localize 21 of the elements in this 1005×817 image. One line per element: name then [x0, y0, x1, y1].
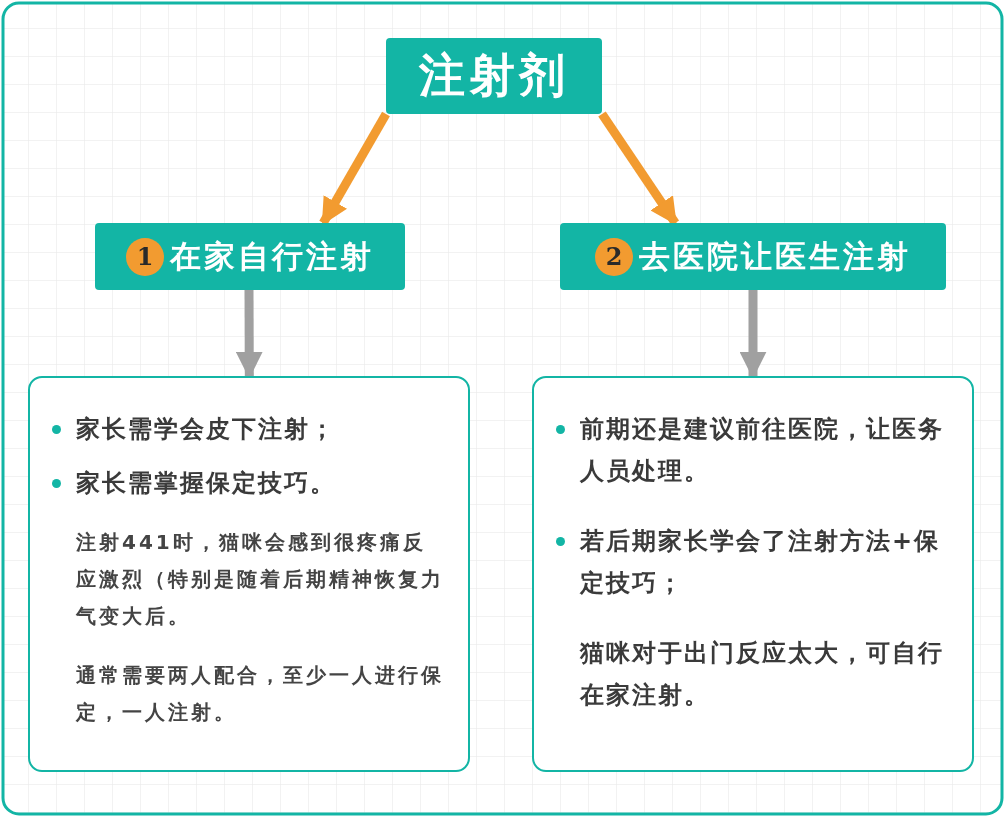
bullet-item: 家长需学会皮下注射；: [52, 408, 448, 450]
heading-box: [560, 223, 946, 290]
heading-text: 去医院让医生注射: [639, 236, 911, 276]
bullet-item: 若后期家长学会了注射方法+保定技巧；: [556, 520, 952, 604]
note-text: 注射441时，猫咪会感到很疼痛反应激烈（特别是随着后期精神恢复力气变大后。: [75, 529, 445, 630]
title-box: [386, 38, 602, 114]
number-badge: 2: [595, 237, 633, 276]
arrow: [598, 111, 680, 226]
number-badge: 1: [126, 237, 164, 276]
title-text: 注射剂: [419, 47, 569, 104]
bullet-item: 前期还是建议前往医院，让医务人员处理。: [556, 408, 952, 492]
arrow: [235, 290, 263, 379]
text-card: [532, 376, 974, 772]
note-text: 通常需要两人配合，至少一人进行保定，一人注射。: [74, 662, 445, 726]
heading-text: 在家自行注射: [170, 236, 374, 276]
heading-box: [95, 223, 405, 290]
arrow: [319, 111, 390, 226]
bullet-item: 家长需掌握保定技巧。: [52, 462, 448, 504]
text-card: [28, 376, 470, 772]
arrow: [739, 290, 767, 379]
paragraph: 猫咪对于出门反应太大，可自行在家注射。: [578, 638, 945, 711]
